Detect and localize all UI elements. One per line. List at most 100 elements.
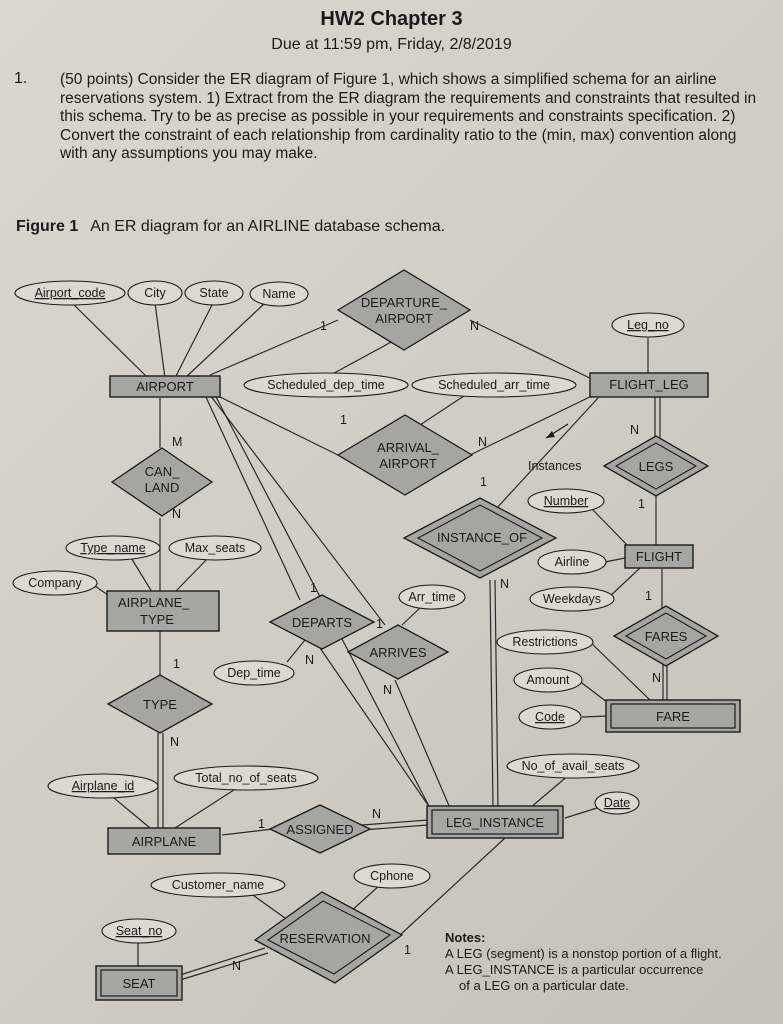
link-instanceof-leginstance-2 (489, 579, 494, 809)
entity-leg-instance: LEG_INSTANCE (426, 805, 564, 839)
link-flightleg-instanceof (494, 397, 599, 511)
link-cphone (349, 884, 381, 913)
attr-cphone-label: Cphone (370, 869, 414, 883)
card-legs-flight-side: 1 (638, 497, 645, 511)
card-departs-leginstance-side: N (305, 653, 314, 667)
link-airport-departure (209, 319, 339, 376)
attr-seat-no-label: Seat_no (116, 924, 163, 938)
rel-arrival-airport-label-2: AIRPORT (379, 456, 437, 471)
link-state (174, 302, 214, 379)
link-instanceof-leginstance (494, 579, 499, 809)
attr-scheduled-dep-time (243, 372, 409, 398)
card-canland-airport-side: M (172, 435, 182, 449)
rel-instance-of: INSTANCE_OF (402, 497, 558, 579)
card-departs-airport-side: 1 (310, 581, 317, 595)
rel-arrival-airport: ARRIVAL_ AIRPORT (336, 414, 474, 496)
attr-company-label: Company (28, 576, 82, 590)
attribute-labels: Airport_code City State Name Leg_no Sche… (28, 286, 669, 938)
link-airport-code (64, 295, 149, 379)
attr-name (249, 281, 309, 307)
link-seat-reservation (179, 947, 266, 976)
link-restrictions (589, 641, 651, 701)
rel-can-land-label-2: LAND (145, 480, 180, 495)
attr-number-label: Number (544, 494, 588, 508)
card-canland-airplanetype-side: N (172, 507, 181, 521)
entity-airplane-type-label-1: AIRPLANE_ (118, 595, 190, 610)
entity-airport-label: AIRPORT (136, 379, 194, 394)
attr-amount-label: Amount (526, 673, 570, 687)
card-instanceof-leginstance-side: N (500, 577, 509, 591)
attr-airport-code (14, 280, 126, 306)
attr-name-label: Name (262, 287, 295, 301)
attr-scheduled-dep-time-label: Scheduled_dep_time (267, 378, 384, 392)
page-title: HW2 Chapter 3 (320, 8, 463, 30)
link-dep-time (286, 639, 306, 663)
attr-scheduled-arr-time (411, 372, 577, 398)
link-airplane-id (107, 792, 151, 829)
attr-company (12, 570, 98, 596)
card-assigned-airplane-side: 1 (258, 817, 265, 831)
question-number: 1. (14, 70, 28, 87)
entity-flight-leg-label: FLIGHT_LEG (609, 377, 688, 392)
attr-restrictions-label: Restrictions (512, 635, 577, 649)
link-city (154, 302, 166, 379)
entity-airplane-type: AIRPLANE_ TYPE (106, 590, 220, 632)
notes-title: Notes: (445, 930, 486, 945)
figure-caption: Figure 1 An ER diagram for an AIRLINE dat… (16, 218, 445, 236)
entity-flight-label: FLIGHT (636, 549, 682, 564)
attr-airport-code-label: Airport_code (35, 286, 106, 300)
attr-customer-name-label: Customer_name (172, 878, 264, 892)
attr-dep-time (213, 660, 295, 686)
entity-leg-instance-label: LEG_INSTANCE (446, 815, 544, 830)
entity-fare-label: FARE (656, 709, 690, 724)
attr-city-label: City (144, 286, 166, 300)
instances-label: Instances (528, 459, 582, 473)
link-arrives-leginstance (394, 679, 451, 809)
link-sched-arr (419, 391, 471, 426)
entity-seat: SEAT (95, 965, 183, 1001)
rel-assigned: ASSIGNED (268, 804, 372, 854)
link-total-seats (174, 785, 241, 829)
card-fares-fare-side: N (652, 671, 661, 685)
attr-number (527, 488, 605, 514)
rel-legs: LEGS (602, 435, 710, 497)
attr-weekdays-label: Weekdays (543, 592, 601, 606)
attr-type-name-label: Type_name (80, 541, 145, 555)
attr-seat-no (101, 918, 177, 944)
rel-departure-airport-label-2: AIRPORT (375, 311, 433, 326)
rel-can-land-label-1: CAN_ (145, 464, 180, 479)
card-reservation-seat-side: N (232, 959, 241, 973)
link-name (184, 302, 266, 379)
attr-airline (537, 549, 607, 575)
link-sched-dep (324, 339, 396, 379)
attr-arr-time-label: Arr_time (408, 590, 455, 604)
attr-max-seats-label: Max_seats (185, 541, 245, 555)
link-departs-leginstance (319, 647, 431, 809)
attr-code-label: Code (535, 710, 565, 724)
entity-flight: FLIGHT (624, 544, 694, 569)
attr-leg-no-label: Leg_no (627, 318, 669, 332)
card-legs-flightleg-side: N (630, 423, 639, 437)
link-assigned-leginstance (361, 819, 429, 826)
link-departure-flightleg (469, 319, 599, 383)
question-text: (50 points) Consider the ER diagram of F… (60, 71, 757, 162)
rel-type-label: TYPE (143, 697, 177, 712)
attr-restrictions (496, 629, 594, 655)
card-reservation-leginstance-side: 1 (404, 943, 411, 957)
attr-leg-no (611, 312, 685, 338)
figure-caption-text: An ER diagram for an AIRLINE database sc… (90, 218, 446, 235)
link-arr-time (401, 607, 421, 626)
attr-arr-time (398, 584, 466, 610)
rel-fares-label: FARES (645, 629, 688, 644)
card-fares-flight-side: 1 (645, 589, 652, 603)
card-arrival-flightleg-side: N (478, 435, 487, 449)
rel-departs-label: DEPARTS (292, 615, 353, 630)
card-type-airplane-side: N (170, 735, 179, 749)
instances-arrow (545, 423, 569, 439)
attr-amount (513, 667, 583, 693)
link-assigned-leginstance-2 (361, 824, 429, 831)
card-assigned-leginstance-side: N (372, 807, 381, 821)
figure-label: Figure 1 (16, 218, 79, 235)
